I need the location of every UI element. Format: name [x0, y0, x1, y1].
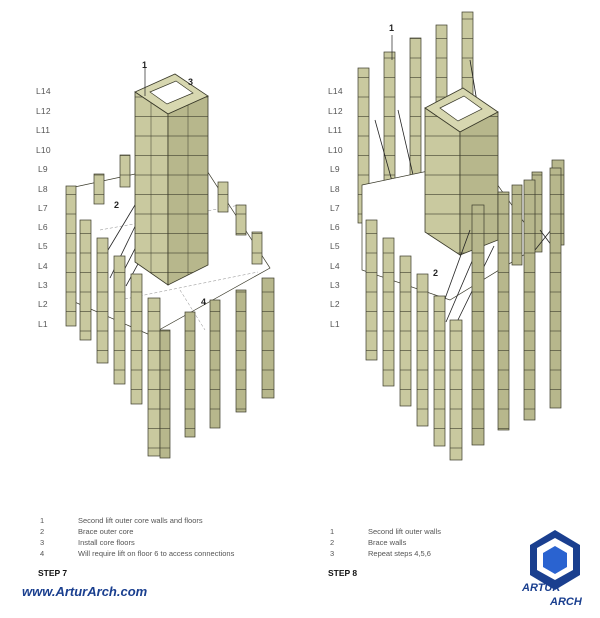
level-label: L5	[330, 241, 340, 251]
level-label: L5	[38, 241, 48, 251]
level-label: L2	[38, 299, 48, 309]
level-label: L4	[38, 261, 48, 271]
core	[134, 73, 209, 286]
legend-num: 2	[40, 527, 45, 536]
legend-text: Second lift outer core walls and floors	[78, 516, 203, 525]
step7-diagram	[65, 73, 275, 459]
callout-1: 1	[142, 60, 148, 70]
level-label: L6	[330, 222, 340, 232]
watermark-url: www.ArturArch.com	[22, 584, 148, 599]
legend-num: 3	[40, 538, 45, 547]
level-label: L3	[38, 280, 48, 290]
step8-label: STEP 8	[328, 568, 358, 578]
level-label: L8	[38, 184, 48, 194]
legend-text: Will require lift on floor 6 to access c…	[78, 549, 235, 558]
level-label: L10	[36, 145, 51, 155]
level-label: L4	[330, 261, 340, 271]
core	[424, 87, 499, 256]
level-label: L9	[330, 164, 340, 174]
legend-text: Brace walls	[368, 538, 407, 547]
level-label: L10	[328, 145, 343, 155]
level-label: L7	[330, 203, 340, 213]
legend-text: Brace outer core	[78, 527, 134, 536]
legend-num: 2	[330, 538, 335, 547]
level-label: L9	[38, 164, 48, 174]
level-label: L11	[328, 125, 343, 135]
level-label: L8	[330, 184, 340, 194]
callout-2: 2	[114, 200, 120, 210]
level-label: L3	[330, 280, 340, 290]
legend-text: Repeat steps 4,5,6	[368, 549, 431, 558]
level-label: L11	[36, 125, 51, 135]
level-label: L12	[328, 106, 343, 116]
step7-label: STEP 7	[38, 568, 68, 578]
legend-num: 1	[40, 516, 45, 525]
legend-num: 1	[330, 527, 335, 536]
artur-arch-logo	[530, 530, 580, 590]
logo-line2: ARCH	[550, 596, 582, 608]
level-label: L1	[330, 319, 340, 329]
level-label: L2	[330, 299, 340, 309]
legend-num: 4	[40, 549, 45, 558]
level-label: L12	[36, 106, 51, 116]
callout-4: 4	[201, 297, 207, 307]
legend-text: Install core floors	[78, 538, 135, 547]
level-label: L1	[38, 319, 48, 329]
level-label: L14	[328, 86, 343, 96]
callout-2: 2	[433, 268, 439, 278]
callout-1: 1	[389, 23, 395, 33]
callout-3: 3	[188, 77, 194, 87]
legend-num: 3	[330, 549, 335, 558]
logo-line1: ARTUR	[522, 582, 561, 594]
back-walls	[65, 154, 263, 327]
step8-diagram	[357, 11, 565, 461]
level-label: L7	[38, 203, 48, 213]
level-label: L6	[38, 222, 48, 232]
legend-text: Second lift outer walls	[368, 527, 441, 536]
level-label: L14	[36, 86, 51, 96]
front-walls-right	[159, 277, 275, 459]
